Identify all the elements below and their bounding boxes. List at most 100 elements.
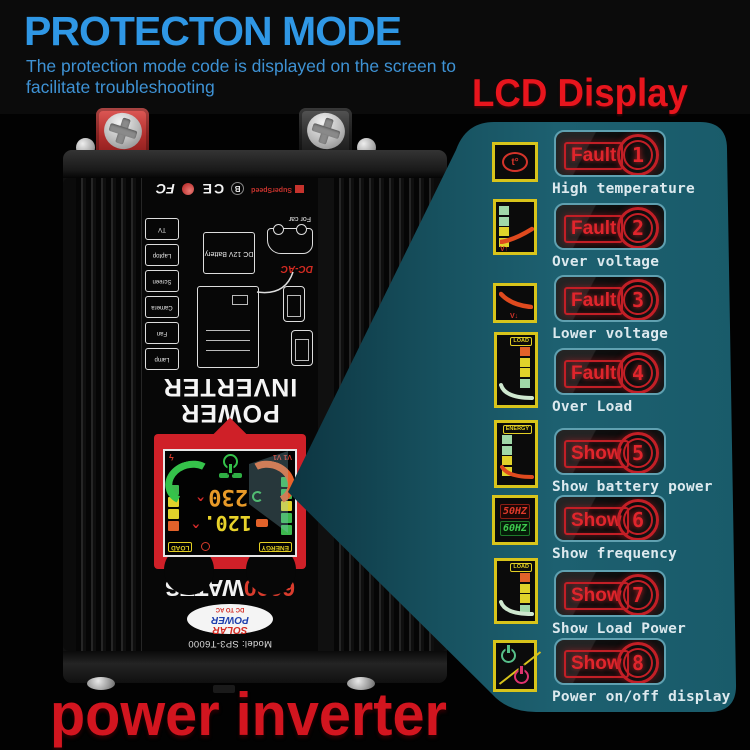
temperature-glyph: t° [502,152,528,172]
model-number: Model: SP3-T6000 [188,638,273,649]
code-word: Fault [564,360,624,388]
code-number-ring: 5 [617,432,659,473]
plug-icon [255,518,268,527]
input-voltage-value: 120. [203,510,252,535]
load-curve-icon [499,600,534,616]
logo-subtitle: DC TO AC [215,606,245,613]
lcd-bezel: ENERGY LOAD 120. ^ [154,418,306,595]
screen-icon: Screen [145,270,179,293]
energy-tag: ENERGY [502,425,532,434]
red-cert-logo-icon [181,182,194,195]
code-word: Fault [564,142,624,170]
inverter-top-cap [63,150,447,178]
code-number-ring: 2 [617,207,659,248]
power-inverter-product: Model: SP3-T6000 SOLAR POWER DC TO AC 60… [63,108,447,693]
load-tag: LOAD [510,337,532,346]
power-on-off-icon [493,640,542,692]
bolt-icon: ϟ [169,452,174,463]
load-tag: LOAD [510,563,532,572]
voltage-up-text: V↑ [500,246,509,253]
logo-line-1: SOLAR [212,624,248,636]
over-voltage-icon: V↑ [493,199,537,255]
ce-mark: CE [200,180,225,197]
power-symbol-icon [223,454,238,470]
show-5-display: Show 5 [554,428,666,475]
terminal-screw-icon [98,108,147,154]
lcd-screen: ENERGY LOAD 120. ^ [163,449,297,557]
fault-2-display: Fault 2 [554,203,666,250]
cable-line [256,272,294,294]
battery-icon: DC 12V Battery [203,232,255,275]
freq-60hz: 60HZ [499,521,531,536]
lamp-icon: Lamp [145,348,179,371]
energy-indicator-label: ENERGY [258,541,292,552]
certification-marks: SuperSpeed B CE FC [156,178,304,200]
fault-4-display: Fault 4 [554,348,666,395]
heatsink-fins-left [76,178,142,651]
usage-diagram: Lamp Fan Camera Screen Laptop TV DC-AC F… [145,204,315,371]
lower-voltage-icon: V↓ [493,283,537,323]
device-icons-column: Lamp Fan Camera Screen Laptop TV [145,218,179,371]
corner-voltage-text: V1 V1 [272,453,292,461]
status-dot-icon [201,541,210,551]
status-pills [219,473,242,479]
code-number-ring: 7 [617,574,659,615]
protection-code-list: t° Fault 1 High temperature V↑ Fault 2 O… [482,128,750,728]
foot-icon [87,677,115,690]
superspeed-mark: SuperSpeed [251,184,304,193]
falling-curve-icon [499,291,533,309]
car-label: For car [288,215,311,223]
page-title: PROTECTON MODE [24,8,402,54]
code-label: Show battery power [552,479,713,495]
fault-1-display: Fault 1 [554,130,666,177]
inverter-sketch-icon [197,286,259,369]
subtitle-line-1: The protection mode code is displayed on… [26,56,456,76]
load-power-icon: LOAD [494,558,538,624]
car-icon [267,228,313,255]
up-arrow-icon: ^ [192,515,200,530]
code-number-ring: 4 [617,352,659,393]
left-side-slab [63,178,76,651]
camera-icon: Camera [145,296,179,319]
terminal-screw-icon [301,108,350,154]
right-side-slab [434,178,447,651]
tv-icon: TV [145,218,179,241]
code-label: Show frequency [552,546,678,562]
power-on-glyph [501,645,516,663]
phone-icon [291,330,313,367]
front-panel-content-upside-down: Model: SP3-T6000 SOLAR POWER DC TO AC 60… [142,178,318,651]
page-subtitle: The protection mode code is displayed on… [26,56,456,98]
fc-mark: FC [156,180,175,197]
over-load-icon: LOAD [494,332,538,408]
code-number-ring: 1 [617,134,659,175]
code-label: High temperature [552,181,695,197]
inverter-body: Model: SP3-T6000 SOLAR POWER DC TO AC 60… [63,150,447,693]
heatsink-fins-right [334,178,434,651]
rising-curve-icon [500,226,534,244]
code-label: Lower voltage [552,326,669,342]
subtitle-line-2: facilitate troubleshooting [26,77,215,97]
code-label: Over voltage [552,254,660,270]
footer-product-title: power inverter [50,681,447,748]
negative-terminal [299,108,352,154]
show-7-display: Show 7 [554,570,666,617]
show-8-display: Show 8 [554,638,666,685]
inverter-bottom-cap [63,651,447,693]
energy-curve-icon [500,465,534,479]
load-curve-icon [499,383,534,400]
fan-icon: Fan [145,322,179,345]
load-indicator-label: LOAD [168,541,193,552]
freq-50hz: 50HZ [499,504,531,519]
power-off-glyph [514,666,529,684]
rubber-pad [213,685,235,693]
voltage-down-text: V↓ [510,313,519,320]
solar-power-logo: SOLAR POWER DC TO AC [187,603,273,636]
show-6-display: Show 6 [554,495,666,542]
code-label: Power on/off display [552,689,731,705]
code-label: Over Load [552,399,633,415]
code-label: Show Load Power [552,621,686,637]
front-panel: Model: SP3-T6000 SOLAR POWER DC TO AC 60… [142,178,318,651]
b-mark-icon: B [231,182,245,196]
positive-terminal [96,108,149,154]
fault-3-display: Fault 3 [554,275,666,322]
